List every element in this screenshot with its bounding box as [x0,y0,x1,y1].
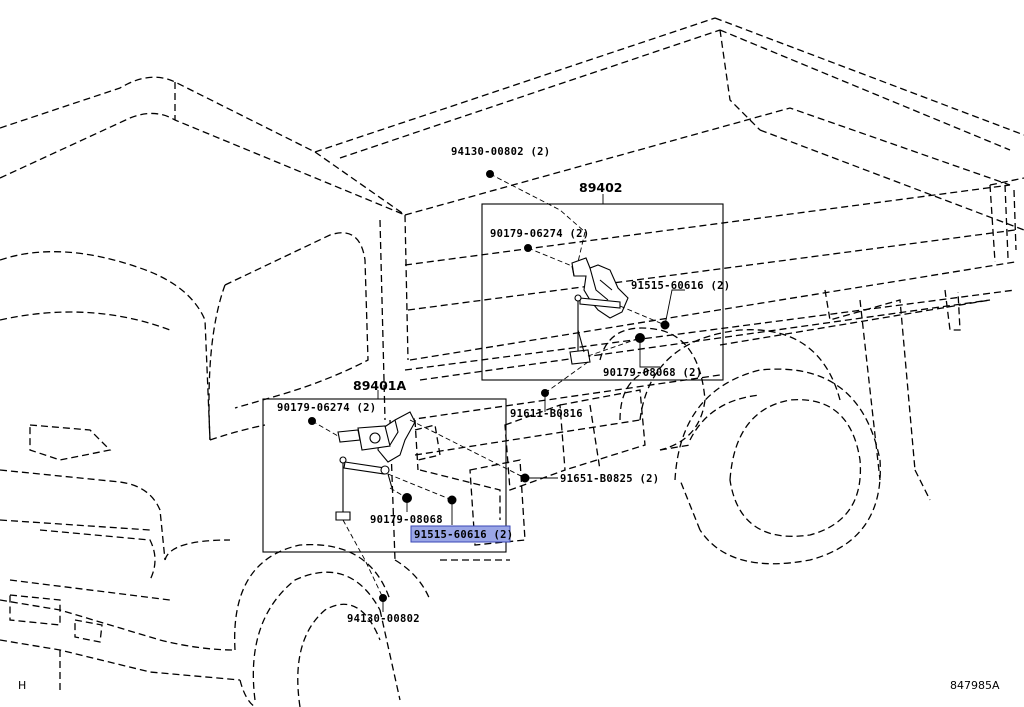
label-90179-06274-2-upper[interactable]: 90179-06274 (2) [490,228,589,240]
label-91515-60616-2-lower[interactable]: 91515-60616 (2) [414,529,513,541]
part-highlight [410,525,511,543]
label-91651-b0825-2[interactable]: 91651-B0825 (2) [560,473,659,485]
truck-outline [0,17,1024,707]
assembly-frame-89401a [262,398,507,553]
label-90179-08068[interactable]: 90179-08068 [370,514,443,526]
label-94130-00802[interactable]: 94130-00802 [347,613,420,625]
label-94130-00802-2[interactable]: 94130-00802 (2) [451,146,550,158]
diagram-id: 847985A [950,679,1000,692]
label-90179-08068-2[interactable]: 90179-08068 (2) [603,367,702,379]
label-90179-06274-2-lower[interactable]: 90179-06274 (2) [277,402,376,414]
label-assembly-89401a[interactable]: 89401A [353,378,406,393]
leader-lines [311,173,685,612]
height-sensor-lower [335,411,416,521]
height-sensor-upper [569,257,629,365]
assembly-frame-89402 [481,203,724,381]
fasteners [308,170,670,602]
label-91611-b0816[interactable]: 91611-B0816 [510,408,583,420]
label-91515-60616-2-upper[interactable]: 91515-60616 (2) [631,280,730,292]
corner-mark-left: H [18,679,26,692]
label-assembly-89402[interactable]: 89402 [579,180,623,195]
